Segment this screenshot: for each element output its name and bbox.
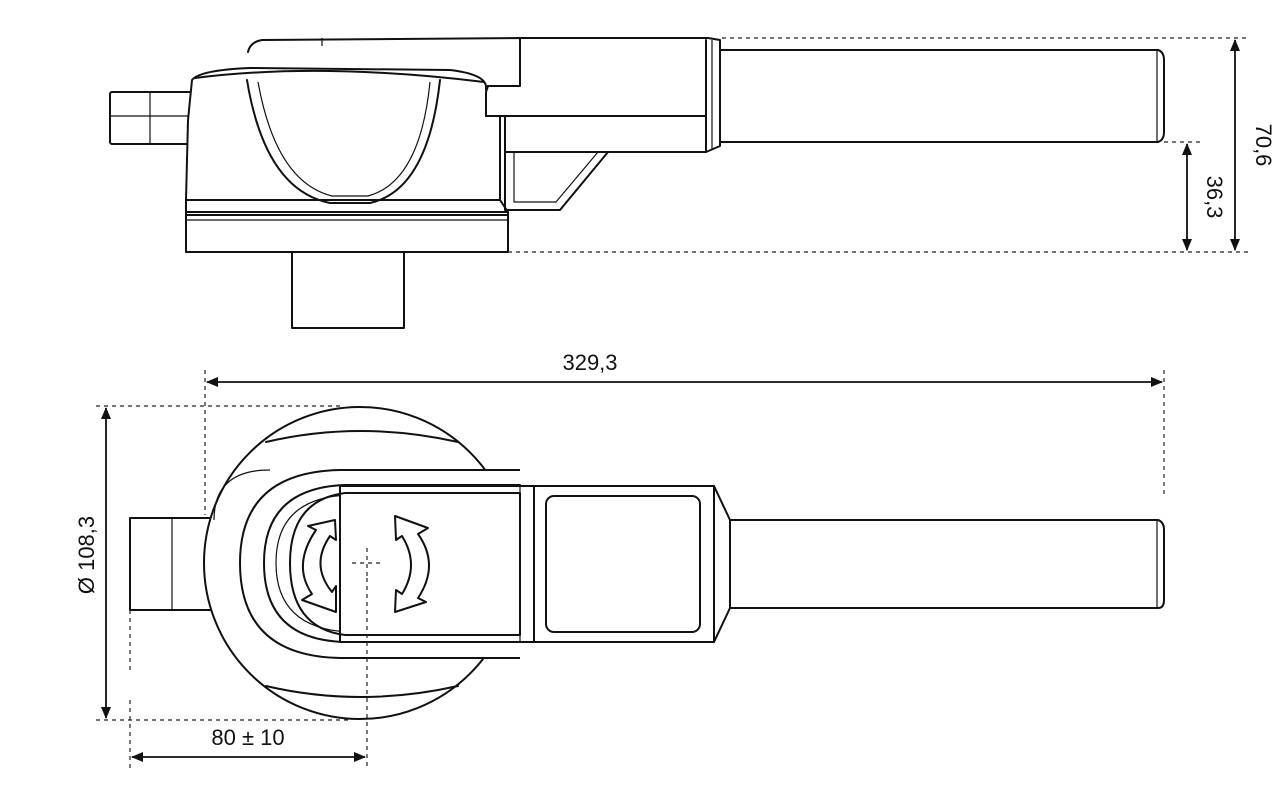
side-knob-housing <box>185 67 501 201</box>
side-lower-shaft <box>291 251 405 329</box>
side-handle-rod <box>719 49 1165 143</box>
side-view <box>109 37 1165 329</box>
side-lever-hook <box>504 151 609 211</box>
top-view-extension-lines <box>96 405 368 768</box>
side-shaft-stub <box>109 91 193 145</box>
rotation-arrow-right-icon <box>394 515 430 613</box>
top-handle-rod <box>729 519 1165 609</box>
top-window-square <box>545 495 701 633</box>
top-view <box>129 406 1165 720</box>
dimension-height-total-label: 70,6 <box>1251 124 1276 167</box>
dimension-offset: 80 ± 10 <box>129 700 366 770</box>
dimension-length-total-label: 329,3 <box>562 350 617 375</box>
center-crosshair-icon <box>352 548 382 578</box>
rotation-arrow-left-icon <box>301 519 337 613</box>
side-grip-recess <box>246 79 441 204</box>
dimension-diameter-label: Ø 108,3 <box>74 516 99 594</box>
dimension-height-total: 70,6 <box>1230 39 1276 251</box>
dimension-length-total: 329,3 <box>204 350 1165 515</box>
dimension-offset-label: 80 ± 10 <box>211 725 284 750</box>
side-lever-arm <box>485 37 721 153</box>
dimension-diameter: Ø 108,3 <box>74 407 111 719</box>
dimension-height-partial-label: 36,3 <box>1202 176 1227 219</box>
side-view-extension-lines <box>508 37 1250 253</box>
side-base-band <box>185 211 509 253</box>
dimension-height-partial: 36,3 <box>1182 143 1227 251</box>
